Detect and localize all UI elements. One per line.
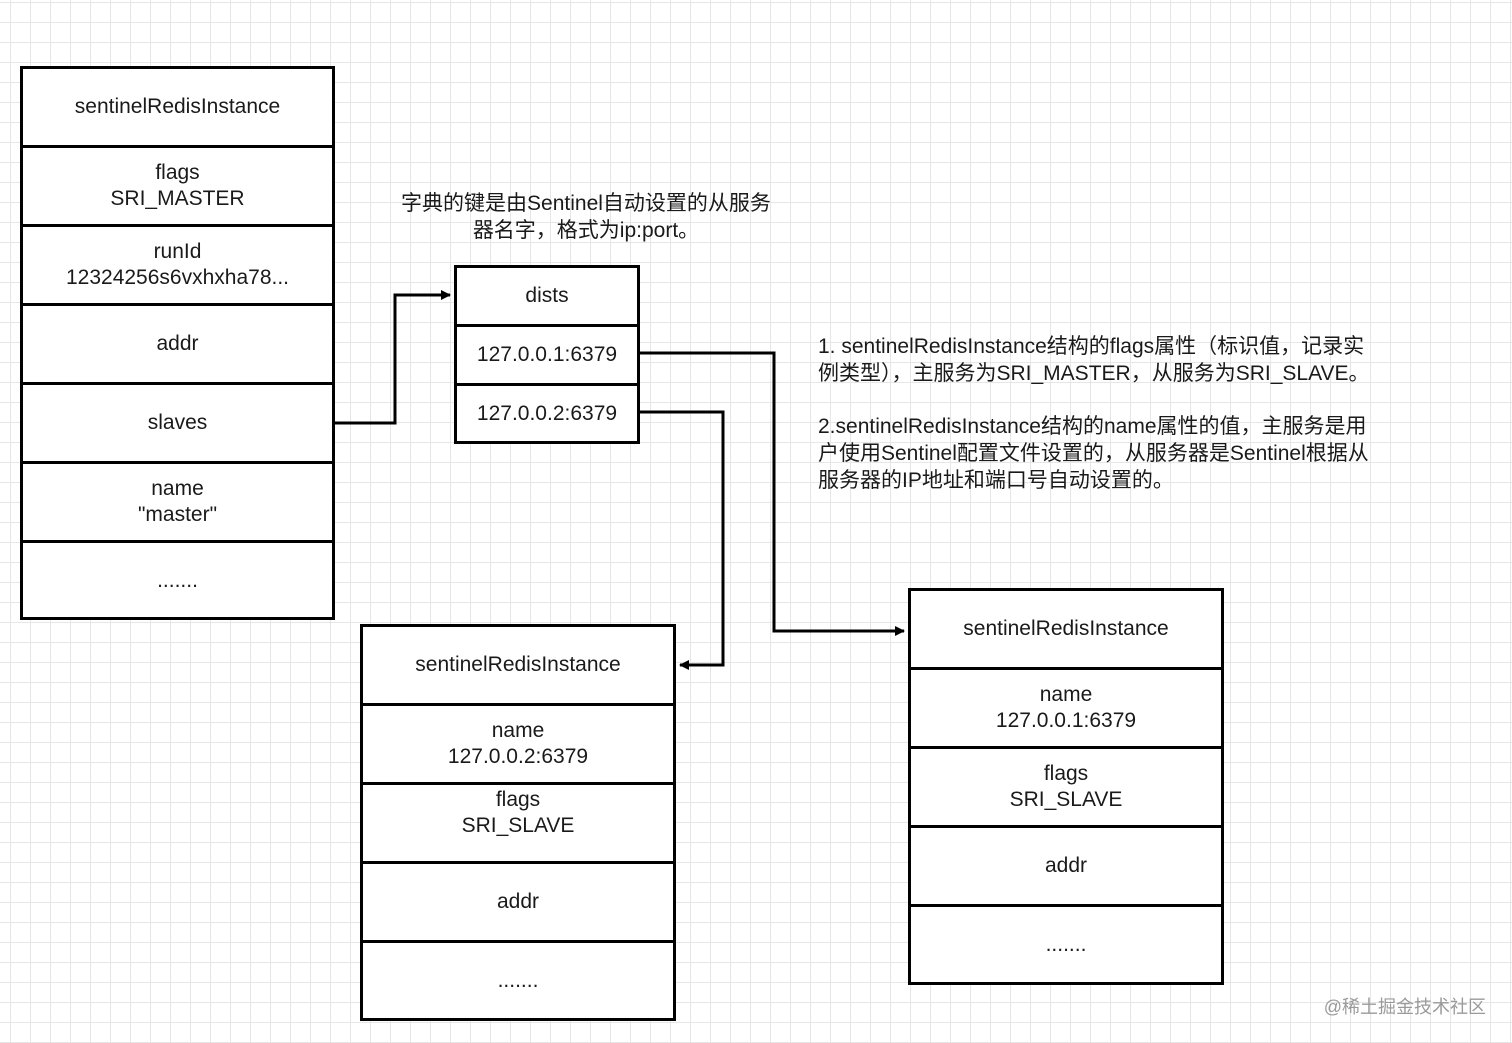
master-flags-cell: flags SRI_MASTER <box>23 148 332 227</box>
slave2-more: ....... <box>497 968 539 992</box>
slave1-more-cell: ....... <box>911 907 1221 982</box>
slave1-addr-label: addr <box>1044 854 1088 877</box>
slave1-name-cell: name 127.0.0.1:6379 <box>911 670 1221 749</box>
master-slaves-cell: slaves <box>23 385 332 464</box>
desc-2-line-2: 户使用Sentinel配置文件设置的，从服务器是Sentinel根据从 <box>818 442 1369 465</box>
dict-title: dists <box>525 284 569 307</box>
slave2-more-cell: ....... <box>363 943 673 1018</box>
master-slaves-label: slaves <box>147 411 208 434</box>
slave2-name-value: 127.0.0.2:6379 <box>447 745 589 768</box>
slave2-addr-label: addr <box>496 890 540 913</box>
master-more: ....... <box>157 568 198 592</box>
dict-key-2-cell: 127.0.0.2:6379 <box>457 386 637 441</box>
slave2-flags-value: SRI_SLAVE <box>461 814 575 837</box>
master-instance-table: sentinelRedisInstance flags SRI_MASTER r… <box>20 66 335 620</box>
master-title-cell: sentinelRedisInstance <box>23 69 332 148</box>
slave2-name-cell: name 127.0.0.2:6379 <box>363 706 673 785</box>
arrow-slaves-to-dict <box>335 290 451 425</box>
master-name-value: "master" <box>137 503 218 526</box>
dict-key-2: 127.0.0.2:6379 <box>476 401 618 425</box>
slave-instance-1-table: sentinelRedisInstance name 127.0.0.1:637… <box>908 588 1224 985</box>
slave1-title-cell: sentinelRedisInstance <box>911 591 1221 670</box>
watermark: @稀土掘金技术社区 <box>1323 997 1486 1017</box>
desc-2-line-3: 服务器的IP地址和端口号自动设置的。 <box>818 469 1174 492</box>
dict-key-1: 127.0.0.1:6379 <box>476 343 618 366</box>
slave2-title: sentinelRedisInstance <box>415 653 621 676</box>
slave1-flags-cell: flags SRI_SLAVE <box>911 749 1221 828</box>
slave2-addr-cell: addr <box>363 864 673 943</box>
master-runid-cell: runId 12324256s6vxhxha78... <box>23 227 332 306</box>
slave1-more: ....... <box>1045 932 1087 956</box>
dict-key-1-cell: 127.0.0.1:6379 <box>457 327 637 386</box>
description-paragraph-2: 2.sentinelRedisInstance结构的name属性的值，主服务是用… <box>818 413 1408 494</box>
master-runid-label: runId <box>153 240 202 263</box>
master-flags-label: flags <box>155 161 200 184</box>
master-addr-cell: addr <box>23 306 332 385</box>
dict-title-cell: dists <box>457 268 637 327</box>
dict-note-line-2: 器名字，格式为ip:port。 <box>472 219 700 242</box>
slave2-flags-cell: flags SRI_SLAVE <box>363 785 673 864</box>
master-addr-label: addr <box>156 332 199 355</box>
slave1-title: sentinelRedisInstance <box>963 617 1169 640</box>
slave1-flags-value: SRI_SLAVE <box>1009 788 1123 811</box>
slave1-name-value: 127.0.0.1:6379 <box>995 709 1137 732</box>
slave-instance-2-table: sentinelRedisInstance name 127.0.0.2:637… <box>360 624 676 1021</box>
desc-1-line-2: 例类型），主服务为SRI_MASTER，从服务为SRI_SLAVE。 <box>818 362 1370 385</box>
master-flags-value: SRI_MASTER <box>110 187 245 210</box>
slaves-dict-table: dists 127.0.0.1:6379 127.0.0.2:6379 <box>454 265 640 444</box>
slave1-addr-cell: addr <box>911 828 1221 907</box>
slave1-name-label: name <box>1039 683 1093 706</box>
master-name-label: name <box>151 477 204 500</box>
description-paragraph-1: 1. sentinelRedisInstance结构的flags属性（标识值，记… <box>818 333 1408 387</box>
dict-key-note: 字典的键是由Sentinel自动设置的从服务 器名字，格式为ip:port。 <box>376 190 796 244</box>
slave2-name-label: name <box>491 719 545 742</box>
master-runid-value: 12324256s6vxhxha78... <box>65 266 289 289</box>
master-more-cell: ....... <box>23 543 332 618</box>
desc-2-line-1: 2.sentinelRedisInstance结构的name属性的值，主服务是用 <box>818 415 1367 438</box>
slave2-title-cell: sentinelRedisInstance <box>363 627 673 706</box>
master-name-cell: name "master" <box>23 464 332 543</box>
dict-note-line-1: 字典的键是由Sentinel自动设置的从服务 <box>401 192 771 215</box>
slave2-flags-label: flags <box>495 788 541 811</box>
desc-1-line-1: 1. sentinelRedisInstance结构的flags属性（标识值，记… <box>818 335 1365 358</box>
master-title: sentinelRedisInstance <box>74 95 281 118</box>
slave1-flags-label: flags <box>1043 762 1089 785</box>
